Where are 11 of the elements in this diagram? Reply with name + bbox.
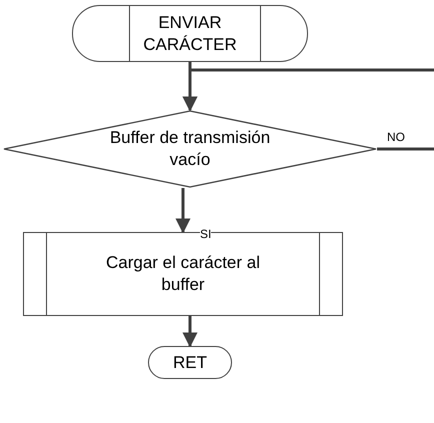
- edge-label: NO: [387, 130, 405, 144]
- decision-diamond: [3, 110, 377, 188]
- node-text: ENVIAR CARÁCTER: [142, 12, 238, 56]
- node-text: Cargar el carácter al buffer: [104, 252, 261, 296]
- node-text: Buffer de transmisión vacío: [108, 127, 272, 171]
- node-text: RET: [173, 352, 207, 374]
- edge-label: SI: [200, 227, 212, 241]
- arrow: [182, 68, 434, 112]
- terminator-box: [148, 346, 232, 379]
- arrow: [182, 316, 198, 348]
- arrow: [176, 188, 190, 234]
